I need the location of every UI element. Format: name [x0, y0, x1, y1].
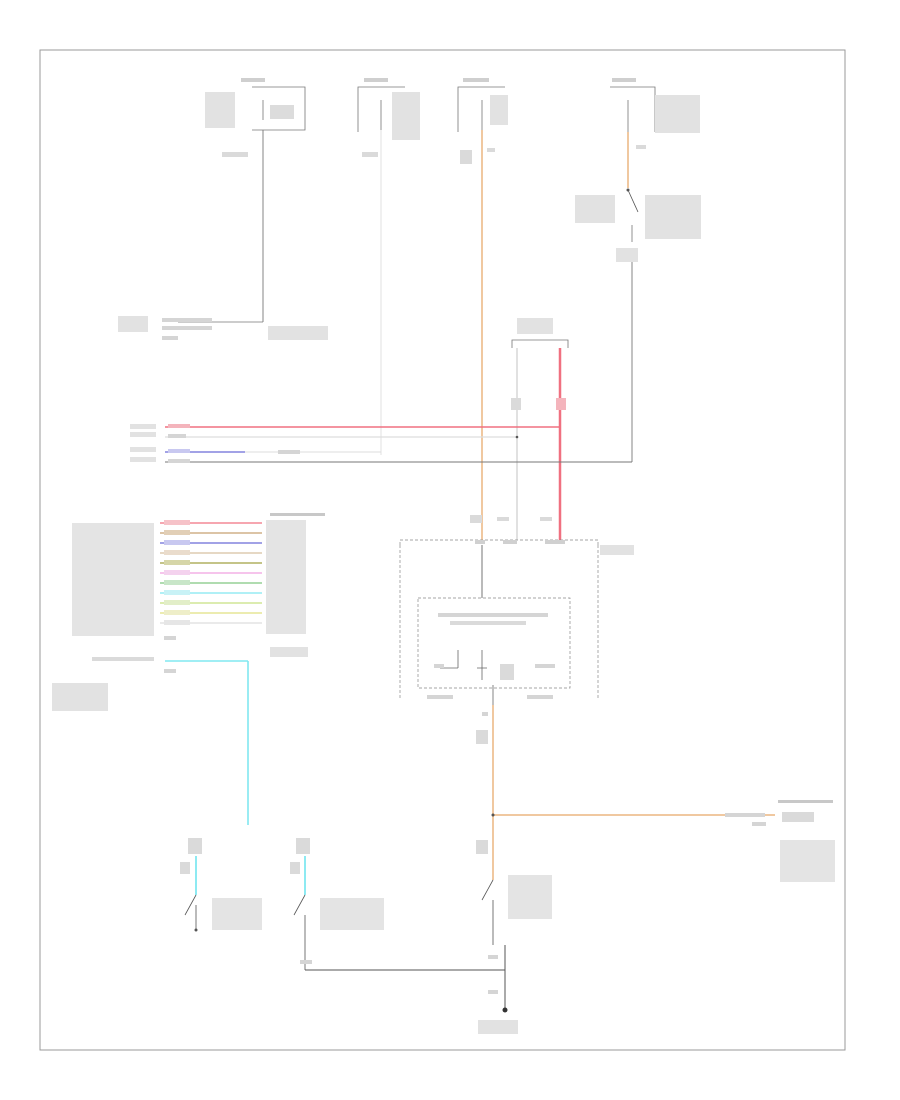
ground-wiring [300, 930, 518, 1034]
connector-left-1 [118, 316, 328, 340]
ground-point [502, 1007, 508, 1013]
combination-meter [399, 515, 634, 705]
fuse-block-1 [205, 78, 306, 131]
cyan-wire-left [52, 657, 249, 825]
fuse-block-3 [457, 78, 508, 132]
fuse-block-2 [357, 78, 420, 140]
diagram-frame [39, 49, 846, 1051]
driver-belt-switch [481, 875, 552, 945]
ignition-switch [575, 132, 701, 262]
combination-meter-connector [72, 513, 325, 657]
fuse-block-4 [610, 78, 700, 133]
seat-belt-switch-right [290, 838, 384, 930]
junction-connector [511, 318, 569, 540]
bus-wires [130, 424, 632, 463]
orange-wire-lower [476, 705, 835, 882]
seat-belt-switch-left [180, 838, 262, 932]
